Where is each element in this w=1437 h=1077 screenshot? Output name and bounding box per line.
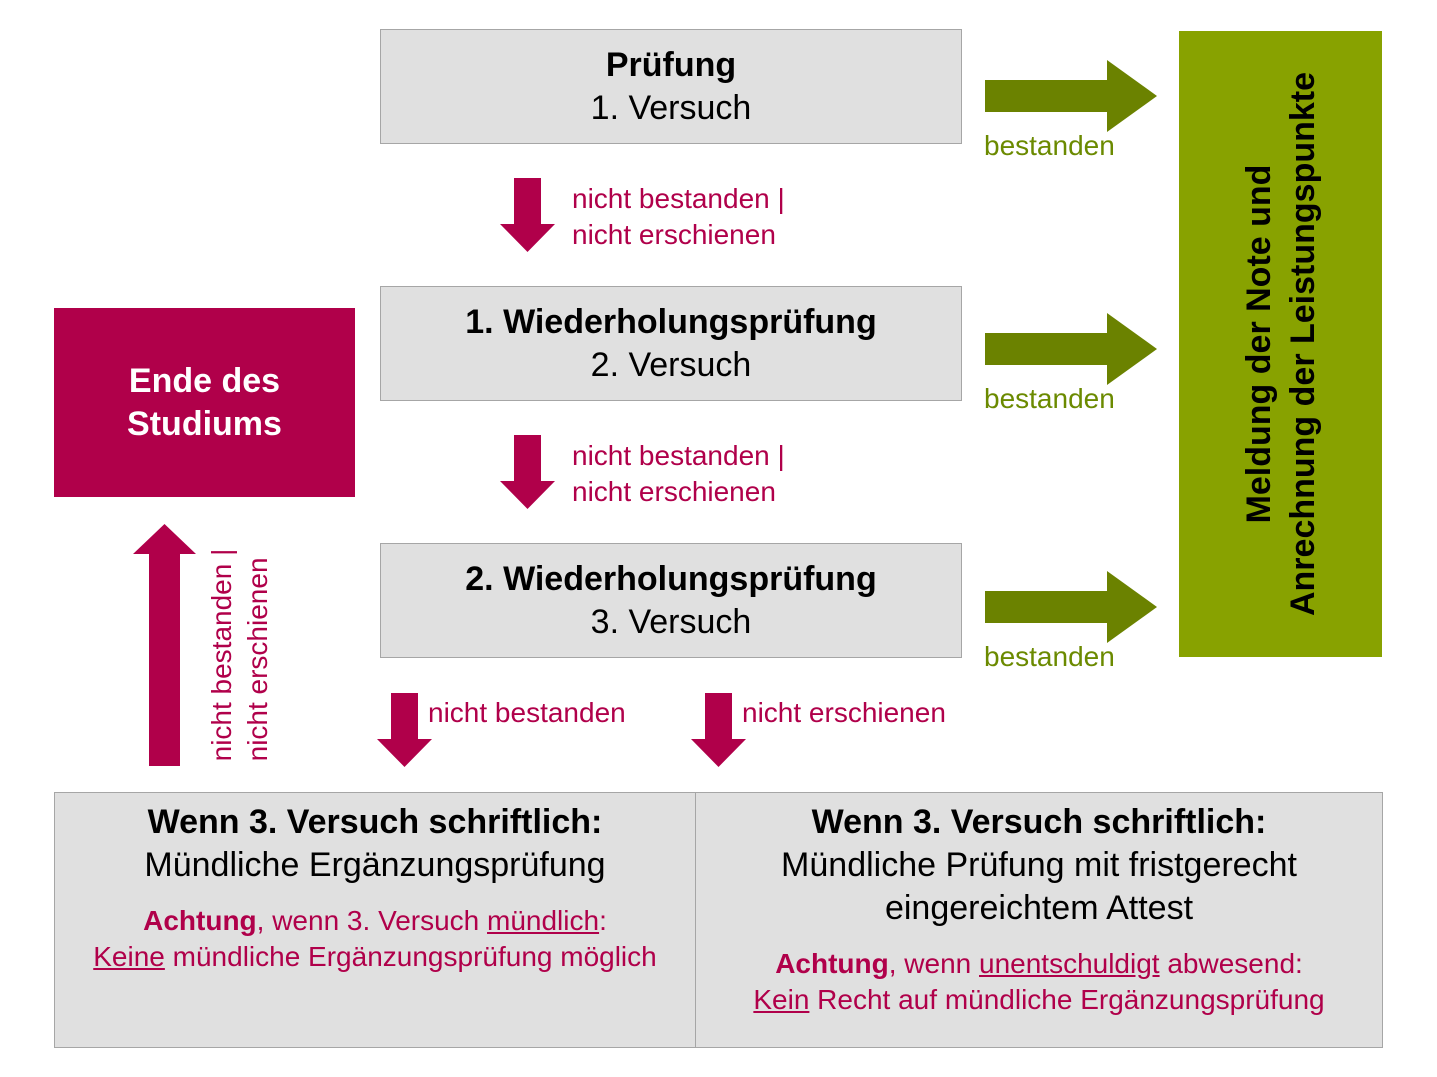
grade-report-line1: Meldung der Note und	[1239, 164, 1278, 524]
passed-label-2: bestanden	[984, 383, 1115, 414]
right-note-bold: Achtung	[775, 948, 889, 979]
written-absent-column: Wenn 3. Versuch schriftlich: Mündliche P…	[696, 793, 1382, 1047]
right-note2-underlined: Kein	[753, 984, 810, 1015]
right-note-underlined: unentschuldigt	[979, 948, 1160, 979]
exam-box-2: 1. Wiederholungsprüfung 2. Versuch	[380, 286, 962, 401]
absent-label: nicht erschienen	[742, 697, 946, 728]
right-heading: Wenn 3. Versuch schriftlich:	[811, 803, 1267, 841]
failed-label: nicht bestanden	[428, 697, 626, 728]
fail-label-vertical-line1: nicht bestanden |	[206, 548, 237, 762]
end-of-studies-box: Ende des Studiums	[54, 308, 355, 497]
exam-box-3-attempt: 3. Versuch	[590, 602, 752, 641]
exam-box-1-title: Prüfung	[605, 45, 737, 84]
left-heading: Wenn 3. Versuch schriftlich:	[147, 803, 603, 841]
right-note-line1: Achtung, wenn unentschuldigt abwesend:	[696, 946, 1382, 982]
right-note2-rest: Recht auf mündliche Ergänzungsprüfung	[809, 984, 1325, 1015]
end-of-studies-line2: Studiums	[127, 404, 282, 443]
passed-label-3: bestanden	[984, 641, 1115, 672]
fail-label-2-line1: nicht bestanden |	[572, 440, 785, 471]
grade-report-box: Meldung der Note und Anrechnung der Leis…	[1179, 31, 1382, 657]
failed-arrow-down	[377, 693, 432, 767]
exam-box-2-title: 1. Wiederholungsprüfung	[465, 302, 877, 341]
written-failed-column: Wenn 3. Versuch schriftlich: Mündliche E…	[55, 793, 695, 1047]
exam-box-1: Prüfung 1. Versuch	[380, 29, 962, 144]
passed-arrow-2	[985, 313, 1157, 385]
exam-box-3-title: 2. Wiederholungsprüfung	[465, 559, 877, 598]
grade-report-line2: Anrechnung der Leistungspunkte	[1283, 71, 1322, 617]
fail-label-vertical-line2: nicht erschienen	[242, 557, 273, 762]
grade-report-text: Meldung der Note und Anrechnung der Leis…	[1237, 72, 1325, 616]
right-text-line1: Mündliche Prüfung mit fristgerecht	[781, 846, 1297, 884]
left-note-line2: Keine mündliche Ergänzungsprüfung möglic…	[55, 939, 695, 975]
right-text-line2: eingereichtem Attest	[884, 889, 1194, 927]
passed-label-1: bestanden	[984, 130, 1115, 161]
exam-box-2-attempt: 2. Versuch	[590, 345, 752, 384]
table-divider	[695, 793, 696, 1047]
left-note-line1: Achtung, wenn 3. Versuch mündlich:	[55, 903, 695, 939]
right-note: Achtung, wenn unentschuldigt abwesend: K…	[696, 946, 1382, 1018]
left-note-bold: Achtung	[143, 905, 257, 936]
passed-arrow-1	[985, 60, 1157, 132]
fail-arrow-down-1	[500, 178, 555, 252]
end-of-studies-line1: Ende des	[128, 361, 281, 400]
left-note2-underlined: Keine	[93, 941, 165, 972]
left-note: Achtung, wenn 3. Versuch mündlich: Keine…	[55, 903, 695, 975]
fail-label-1-line2: nicht erschienen	[572, 219, 776, 250]
right-note-mid: , wenn	[888, 948, 979, 979]
exam-box-1-attempt: 1. Versuch	[590, 88, 752, 127]
right-note-line2: Kein Recht auf mündliche Ergänzungsprüfu…	[696, 982, 1382, 1018]
fail-label-vertical: nicht bestanden | nicht erschienen	[204, 549, 276, 762]
left-text: Mündliche Ergänzungsprüfung	[144, 846, 606, 884]
fail-label-1-line1: nicht bestanden |	[572, 183, 785, 214]
third-attempt-table: Wenn 3. Versuch schriftlich: Mündliche E…	[54, 792, 1383, 1048]
passed-arrow-3	[985, 571, 1157, 643]
fail-label-2-line2: nicht erschienen	[572, 476, 776, 507]
left-note2-rest: mündliche Ergänzungsprüfung möglich	[164, 941, 657, 972]
absent-arrow-down	[691, 693, 746, 767]
left-note-mid: , wenn 3. Versuch	[256, 905, 488, 936]
fail-label-2: nicht bestanden | nicht erschienen	[572, 438, 785, 510]
fail-arrow-down-2	[500, 435, 555, 509]
fail-arrow-up	[133, 524, 196, 766]
left-note-end: :	[599, 905, 607, 936]
left-note-underlined: mündlich	[487, 905, 600, 936]
right-note-end: abwesend:	[1159, 948, 1303, 979]
fail-label-1: nicht bestanden | nicht erschienen	[572, 181, 785, 253]
exam-box-3: 2. Wiederholungsprüfung 3. Versuch	[380, 543, 962, 658]
